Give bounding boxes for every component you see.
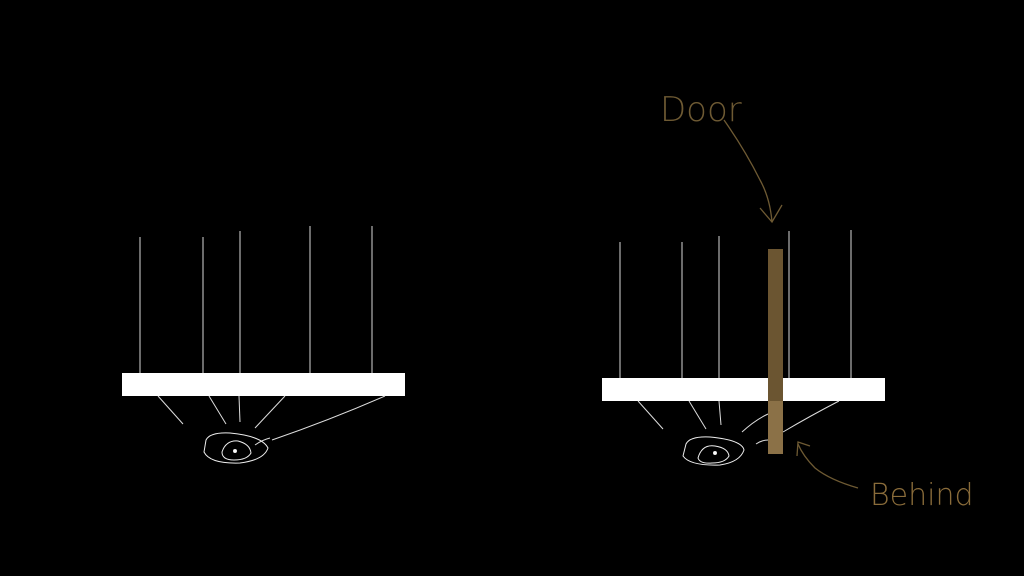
door-upper (768, 249, 783, 401)
wall-bar (122, 373, 405, 396)
light-rays (139, 226, 373, 373)
door-arrow-icon (723, 119, 783, 224)
eye-icon (203, 432, 269, 464)
door-label: Door (660, 90, 742, 130)
wall-bar (602, 378, 885, 401)
eye-icon (682, 436, 745, 466)
door-behind-section (768, 401, 783, 454)
light-rays (619, 230, 852, 378)
right-scene: Door Behind (602, 90, 974, 513)
behind-label: Behind (870, 478, 974, 513)
left-scene (122, 226, 405, 464)
sight-lines (637, 400, 840, 445)
sight-lines (157, 395, 386, 446)
behind-arrow-icon (796, 441, 859, 489)
